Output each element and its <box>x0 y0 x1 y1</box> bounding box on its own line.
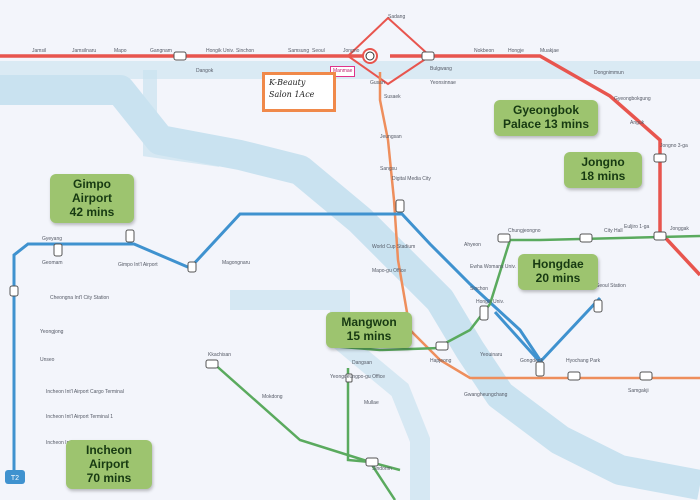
station-label: Gusan <box>370 80 385 86</box>
station-label: Gongdeok <box>520 358 544 364</box>
callout-mangwon: Mangwon 15 mins <box>326 312 412 348</box>
station-label: Magongnaru <box>222 260 250 266</box>
terminal-badge: T2 <box>5 470 25 484</box>
callout-gyeongbok-line1: Gyeongbok <box>512 103 579 117</box>
callout-incheon-line2: Airport <box>89 456 129 471</box>
station-label: Jongno <box>343 48 360 54</box>
station-label: Seoul Station <box>596 283 626 289</box>
svg-text:T2: T2 <box>11 475 19 482</box>
station-label: Seoul <box>312 48 325 54</box>
station-label: Samsung <box>288 48 309 54</box>
station-label: World Cup Stadium <box>372 244 415 250</box>
callout-jongno-line2: 18 mins <box>580 168 626 183</box>
salon-note-line1: K-Beauty <box>269 78 306 87</box>
station-label: Sinchon <box>236 48 254 54</box>
station-label: Cheongna Int'l City Station <box>50 295 109 301</box>
station-label: Sangsu <box>380 166 397 172</box>
callout-gimpo-line2: Airport <box>72 190 112 205</box>
transfer-stations <box>9 48 667 467</box>
station-label: Sadang <box>388 14 405 20</box>
station-label: Sindorim <box>372 466 392 472</box>
station-label: Muakjae <box>540 48 559 54</box>
station-label: Yeongdeungpo-gu Office <box>330 374 385 380</box>
orange-line <box>378 72 700 380</box>
station-label: Digital Media City <box>392 176 431 182</box>
han-river <box>0 61 700 500</box>
station-label: Hapjeong <box>430 358 452 364</box>
station-label: Hongik Univ. <box>476 299 504 305</box>
station-label: Chungjeongno <box>508 228 541 234</box>
station-label: Yeouinaru <box>480 352 503 358</box>
station-label: Jamsilnaru <box>72 48 96 54</box>
callout-gimpo: Gimpo Airport 42 mins <box>50 174 134 224</box>
station-label: Gyeyang <box>42 236 62 242</box>
salon-note-line2: Salon 1Ace <box>269 90 315 99</box>
station-label: Jeungsan <box>380 134 402 140</box>
station-label: Anguk <box>630 120 645 126</box>
station-label: Hongje <box>508 48 524 54</box>
callout-incheon: Incheon Airport 70 mins <box>66 440 152 490</box>
callout-gimpo-line3: 42 mins <box>69 204 115 219</box>
callout-gyeongbok: Gyeongbok Palace 13 mins <box>494 100 598 136</box>
station-label: Hongik Univ. <box>206 48 234 54</box>
station-label: Ewha Womans Univ. <box>470 264 516 270</box>
station-label: Geomam <box>42 260 63 266</box>
station-label: Dangsan <box>352 360 372 366</box>
station-label: Incheon Int'l Airport Terminal 1 <box>46 414 113 420</box>
station-label: Jongno 3-ga <box>660 143 688 149</box>
callout-incheon-line3: 70 mins <box>86 470 132 485</box>
station-label: Nokbeon <box>474 48 494 54</box>
station-label: Gwangheungchang <box>464 392 508 398</box>
station-label: Ahyeon <box>464 242 481 248</box>
station-label: Sinchon <box>470 286 488 292</box>
callout-incheon-line1: Incheon <box>85 443 132 457</box>
station-label: Gangnam <box>150 48 172 54</box>
green-line-north <box>439 234 700 364</box>
callout-mangwon-line1: Mangwon <box>341 315 397 329</box>
station-label: Mapo <box>114 48 127 54</box>
station-label: Susaek <box>384 94 401 100</box>
station-label: Gyeongbokgung <box>614 96 651 102</box>
station-label: Gimpo Int'l Airport <box>118 262 158 268</box>
station-label: Euljiro 1-ga <box>624 224 650 230</box>
callout-hongdae: Hongdae 20 mins <box>518 254 598 290</box>
station-label: Dangok <box>196 68 214 74</box>
callout-hongdae-line1: Hongdae <box>532 257 584 271</box>
station-label: Kkachisan <box>208 352 231 358</box>
station-label: Hyochang Park <box>566 358 601 364</box>
station-label: City Hall <box>604 228 623 234</box>
salon-note: K-Beauty Salon 1Ace <box>262 72 336 112</box>
callout-gyeongbok-line2: Palace 13 mins <box>502 116 590 131</box>
salon-station-tag: Manmae <box>330 66 356 77</box>
station-label: Jonggak <box>670 226 689 232</box>
station-label: Samgakji <box>628 388 649 394</box>
junction-diamond <box>346 16 432 86</box>
callout-jongno-line1: Jongno <box>581 155 625 169</box>
station-label: Jamsil <box>32 48 46 54</box>
station-label: Dongnimmun <box>594 70 624 76</box>
station-label: Incheon Int'l Airport Cargo Terminal <box>46 389 124 395</box>
station-label: Yeongjong <box>40 329 64 335</box>
station-label: Mokdong <box>262 394 283 400</box>
callout-hongdae-line2: 20 mins <box>535 270 581 285</box>
station-label: Yeonsinnae <box>430 80 456 86</box>
station-label: Mapo-gu Office <box>372 268 406 274</box>
callout-mangwon-line2: 15 mins <box>346 328 392 343</box>
station-label: Bulgwang <box>430 66 452 72</box>
callout-gimpo-line1: Gimpo <box>73 177 111 191</box>
callout-jongno: Jongno 18 mins <box>564 152 642 188</box>
station-label: Unseo <box>40 357 55 363</box>
blue-line <box>12 212 542 478</box>
station-label: Mullae <box>364 400 379 406</box>
